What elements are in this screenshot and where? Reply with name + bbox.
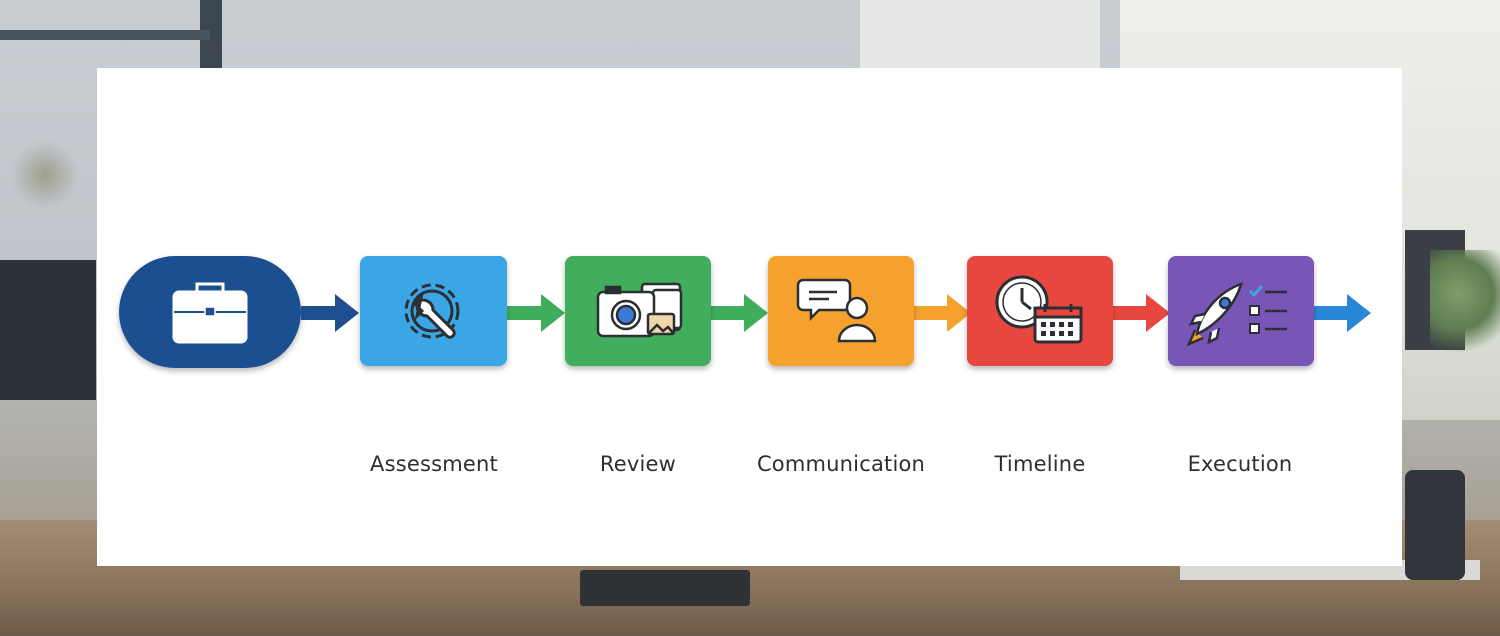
step-label-timeline: Timeline <box>994 452 1086 476</box>
clock-calendar-icon <box>995 275 1083 344</box>
arrow-execution-end <box>1313 294 1371 332</box>
bg-monitor <box>0 260 96 400</box>
arrow-timeline-to-execution <box>1112 294 1170 332</box>
step-label-execution: Execution <box>1187 452 1293 476</box>
step-timeline <box>967 256 1113 366</box>
chat-person-icon <box>796 278 877 343</box>
step-label-assessment: Assessment <box>370 452 498 476</box>
arrow-start-to-assessment <box>301 294 359 332</box>
arrow-communication-to-timeline <box>913 294 971 332</box>
step-assessment <box>360 256 507 366</box>
bg-wall-decor <box>10 140 80 210</box>
gear-wrench-icon <box>404 283 460 339</box>
camera-documents-icon <box>596 282 683 338</box>
step-label-communication: Communication <box>756 452 926 476</box>
briefcase-icon <box>172 282 248 344</box>
process-flow-diagram <box>119 256 1371 368</box>
bg-notebook <box>580 570 750 606</box>
start-node <box>119 256 301 368</box>
arrow-assessment-to-review <box>507 294 565 332</box>
rocket-checklist-icon <box>1186 281 1287 347</box>
bg-chair <box>1405 470 1465 580</box>
step-review <box>565 256 711 366</box>
bg-window-top <box>860 0 1100 80</box>
bg-shelf <box>0 30 210 40</box>
arrow-review-to-communication <box>710 294 768 332</box>
step-execution <box>1168 256 1314 366</box>
step-communication <box>768 256 914 366</box>
bg-plant <box>1430 250 1500 360</box>
step-label-review: Review <box>599 452 677 476</box>
process-card: Assessment Review Communication Timeline… <box>97 68 1402 566</box>
